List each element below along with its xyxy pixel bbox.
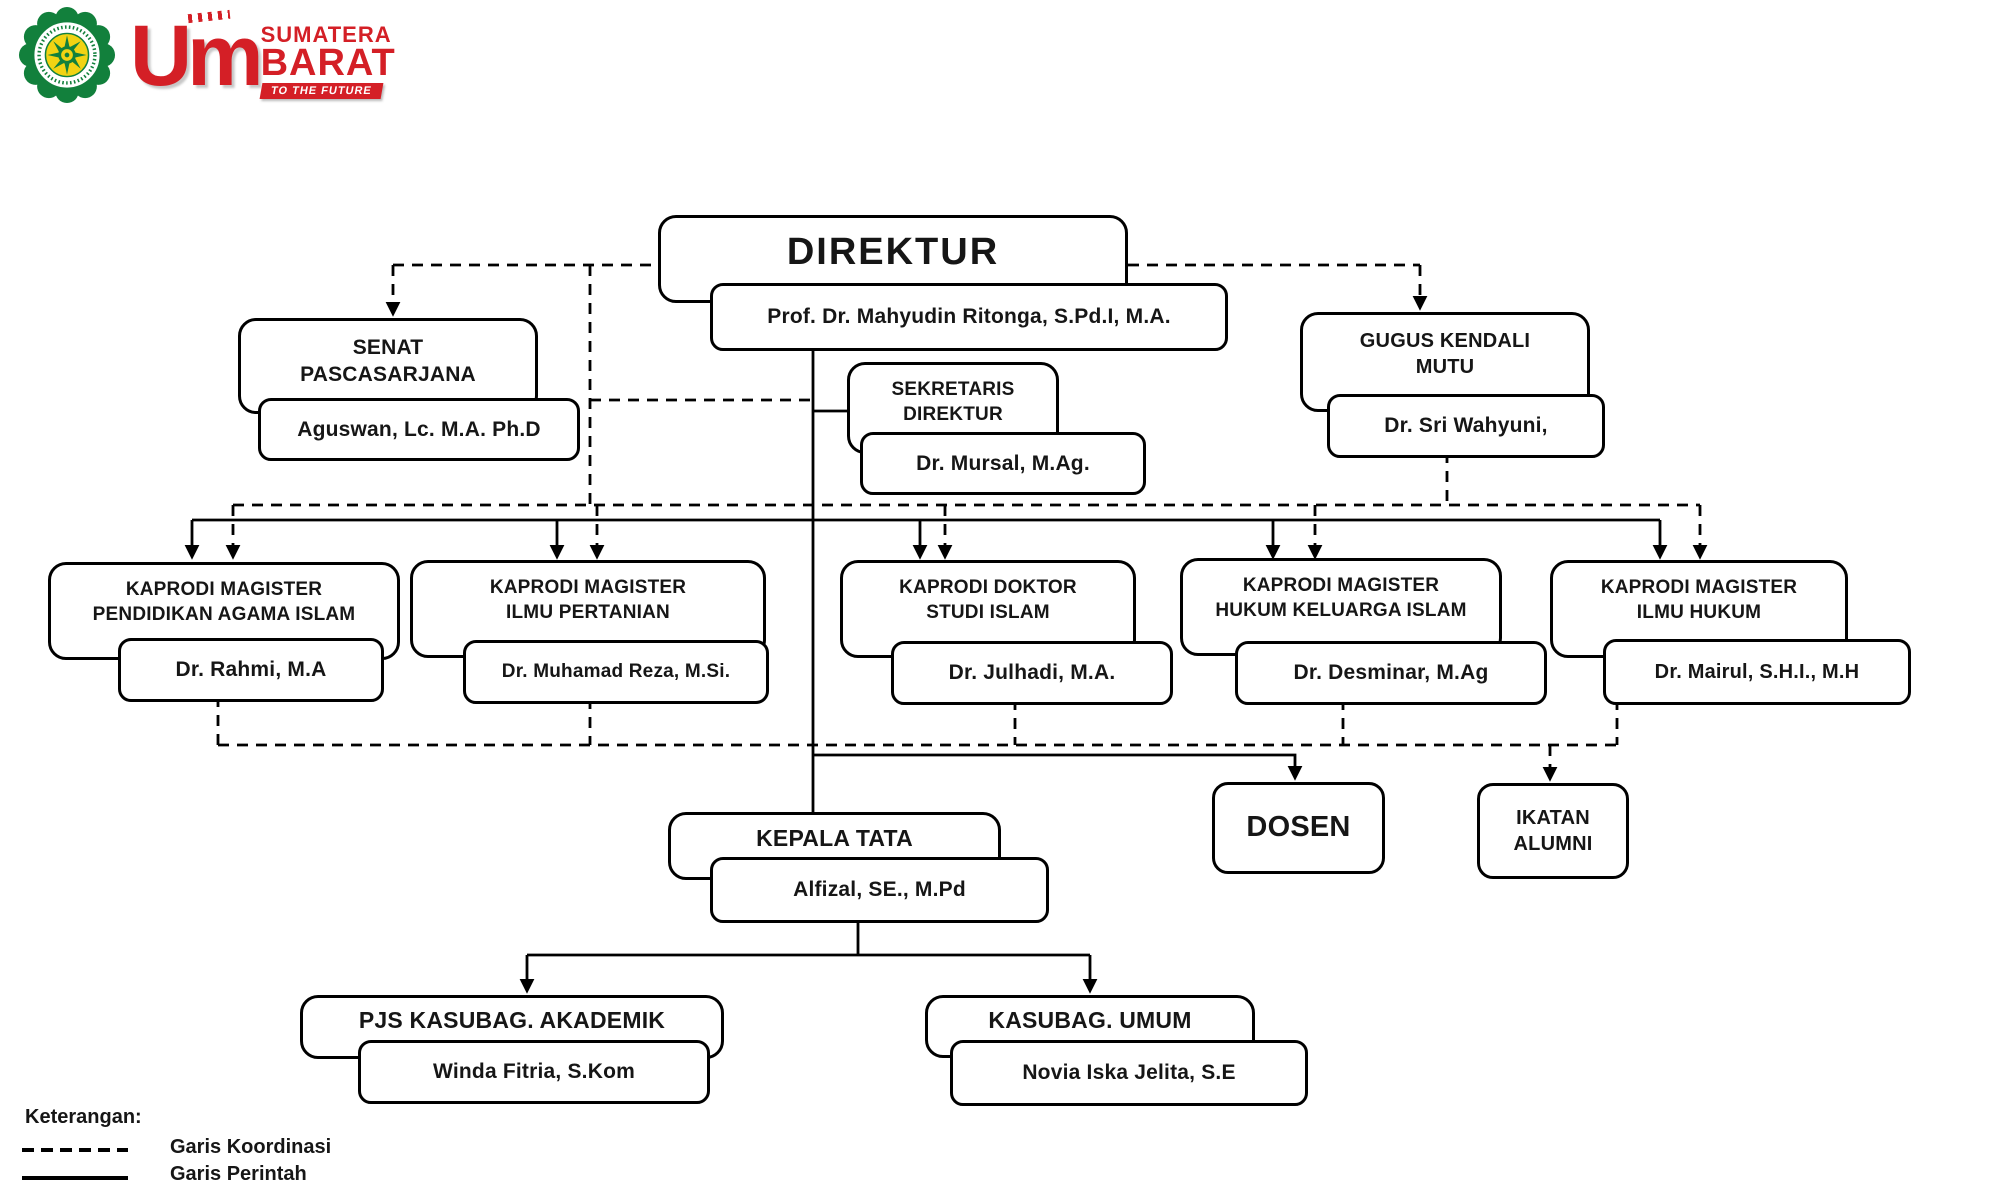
- um-logo-letters: Um: [130, 8, 264, 104]
- kaprodi-4-title: KAPRODI MAGISTER HUKUM KELUARGA ISLAM: [1215, 575, 1467, 621]
- pjs-kasubag-name: Winda Fitria, S.Kom: [433, 1060, 635, 1084]
- legend-heading: Keterangan:: [25, 1106, 142, 1128]
- direktur-title: DIREKTUR: [786, 231, 1000, 273]
- gugus-kendali-mutu-name-box: Dr. Sri Wahyuni,: [1327, 394, 1605, 458]
- logo-area: Um SUMATERA BARAT TO THE FUTURE: [18, 6, 396, 104]
- kaprodi-ilmu-pertanian-name-box: Dr. Muhamad Reza, M.Si.: [463, 640, 769, 704]
- kaprodi-5-name: Dr. Mairul, S.H.I., M.H: [1654, 661, 1860, 683]
- kaprodi-3-title: KAPRODI DOKTOR STUDI ISLAM: [899, 577, 1077, 623]
- kepala-tata-title: KEPALA TATA: [756, 825, 913, 851]
- kaprodi-4-name: Dr. Desminar, M.Ag: [1293, 661, 1489, 685]
- senat-pascasarjana-name-box: Aguswan, Lc. M.A. Ph.D: [258, 398, 580, 461]
- legend-label-garis-perintah: Garis Perintah: [170, 1163, 307, 1185]
- kasubag-umum-name-box: Novia Iska Jelita, S.E: [950, 1040, 1308, 1106]
- kaprodi-pendidikan-agama-islam-name-box: Dr. Rahmi, M.A: [118, 638, 384, 702]
- sekretaris-title: SEKRETARIS DIREKTUR: [891, 379, 1015, 425]
- gugus-title: GUGUS KENDALI MUTU: [1359, 330, 1531, 378]
- legend-solid-line-sample: [22, 1176, 128, 1180]
- kaprodi-5-title: KAPRODI MAGISTER ILMU HUKUM: [1600, 577, 1798, 623]
- muhammadiyah-emblem-icon: [18, 6, 116, 104]
- direktur-name: Prof. Dr. Mahyudin Ritonga, S.Pd.I, M.A.: [767, 305, 1171, 329]
- kepala-tata-name-box: Alfizal, SE., M.Pd: [710, 857, 1049, 923]
- kaprodi-doktor-studi-islam-name-box: Dr. Julhadi, M.A.: [891, 641, 1173, 705]
- kaprodi-1-name: Dr. Rahmi, M.A: [175, 658, 327, 682]
- kepala-tata-name: Alfizal, SE., M.Pd: [793, 878, 966, 902]
- kasubag-umum-title: KASUBAG. UMUM: [988, 1007, 1192, 1033]
- kasubag-umum-name: Novia Iska Jelita, S.E: [1022, 1061, 1236, 1085]
- ikatan-alumni-title: IKATAN ALUMNI: [1513, 807, 1593, 855]
- pjs-kasubag-akademik-name-box: Winda Fitria, S.Kom: [358, 1040, 710, 1104]
- kaprodi-hukum-keluarga-islam-title-box: KAPRODI MAGISTER HUKUM KELUARGA ISLAM: [1180, 558, 1502, 656]
- dosen-box: DOSEN: [1212, 782, 1385, 874]
- ikatan-alumni-box: IKATAN ALUMNI: [1477, 783, 1629, 879]
- senat-title: SENAT PASCASARJANA: [300, 336, 476, 387]
- dosen-title: DOSEN: [1246, 811, 1351, 844]
- um-logo-wordmark: SUMATERA BARAT TO THE FUTURE: [259, 10, 396, 102]
- kaprodi-1-title: KAPRODI MAGISTER PENDIDIKAN AGAMA ISLAM: [92, 579, 356, 625]
- kaprodi-2-title: KAPRODI MAGISTER ILMU PERTANIAN: [489, 577, 687, 623]
- logo-tagline-ribbon: TO THE FUTURE: [259, 83, 383, 99]
- logo-barat-text: BARAT: [260, 42, 396, 84]
- pjs-kasubag-title: PJS KASUBAG. AKADEMIK: [358, 1007, 666, 1033]
- sekretaris-direktur-name-box: Dr. Mursal, M.Ag.: [860, 432, 1146, 495]
- kaprodi-2-name: Dr. Muhamad Reza, M.Si.: [501, 660, 731, 682]
- legend-label-garis-koordinasi: Garis Koordinasi: [170, 1136, 332, 1158]
- direktur-name-box: Prof. Dr. Mahyudin Ritonga, S.Pd.I, M.A.: [710, 283, 1228, 351]
- senat-name: Aguswan, Lc. M.A. Ph.D: [297, 417, 541, 441]
- sekretaris-name: Dr. Mursal, M.Ag.: [916, 451, 1090, 475]
- command-line-dosen: [813, 753, 1303, 781]
- kaprodi-3-name: Dr. Julhadi, M.A.: [948, 661, 1116, 685]
- kaprodi-hukum-keluarga-islam-name-box: Dr. Desminar, M.Ag: [1235, 641, 1547, 705]
- um-sumatera-barat-logo: Um SUMATERA BARAT TO THE FUTURE: [130, 8, 396, 104]
- logo-sumatera-text: SUMATERA: [260, 22, 392, 47]
- gugus-name: Dr. Sri Wahyuni,: [1384, 414, 1548, 438]
- kaprodi-ilmu-hukum-name-box: Dr. Mairul, S.H.I., M.H: [1603, 639, 1911, 705]
- legend-dashed-line-sample: [22, 1148, 128, 1152]
